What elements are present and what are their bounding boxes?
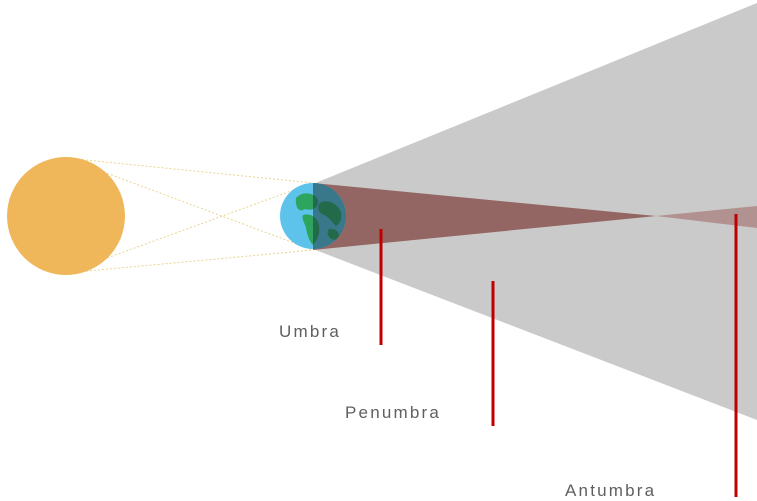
umbra-region xyxy=(313,183,656,250)
penumbra-label: Penumbra xyxy=(345,403,442,422)
sun xyxy=(7,157,125,275)
light-rays xyxy=(65,157,314,274)
earth xyxy=(280,183,346,249)
umbra-label: Umbra xyxy=(279,322,342,341)
antumbra-region xyxy=(656,206,757,228)
antumbra-label: Antumbra xyxy=(565,481,657,500)
